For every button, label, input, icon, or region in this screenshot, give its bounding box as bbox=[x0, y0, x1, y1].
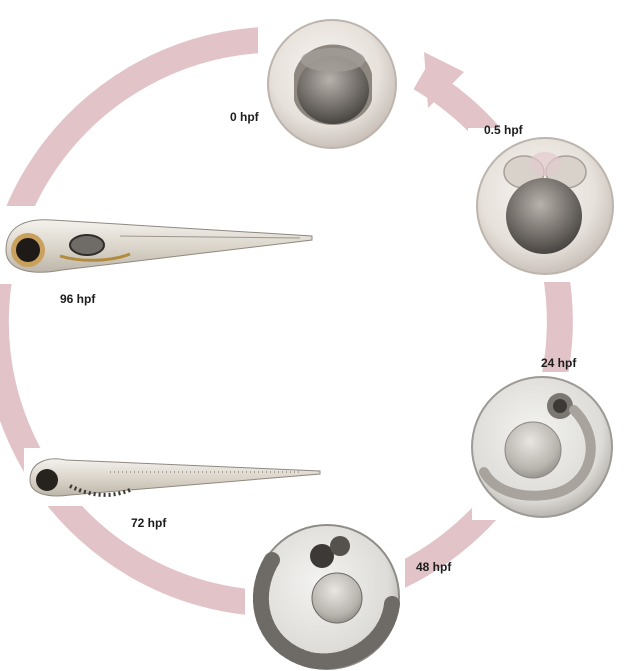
egg-0hpf bbox=[258, 8, 406, 158]
stage-label-72hpf: 72 hpf bbox=[131, 516, 166, 530]
stage-label-96hpf: 96 hpf bbox=[60, 292, 95, 306]
egg-0-5hpf bbox=[468, 128, 618, 282]
egg-24hpf bbox=[472, 372, 616, 520]
larva-72hpf bbox=[24, 448, 324, 506]
stage-label-48hpf: 48 hpf bbox=[416, 560, 451, 574]
stage-label-0-5hpf: 0.5 hpf bbox=[484, 123, 523, 137]
larva-96hpf bbox=[0, 206, 320, 284]
egg-48hpf bbox=[245, 518, 405, 669]
stage-label-24hpf: 24 hpf bbox=[541, 356, 576, 370]
stage-label-0hpf: 0 hpf bbox=[230, 110, 259, 124]
